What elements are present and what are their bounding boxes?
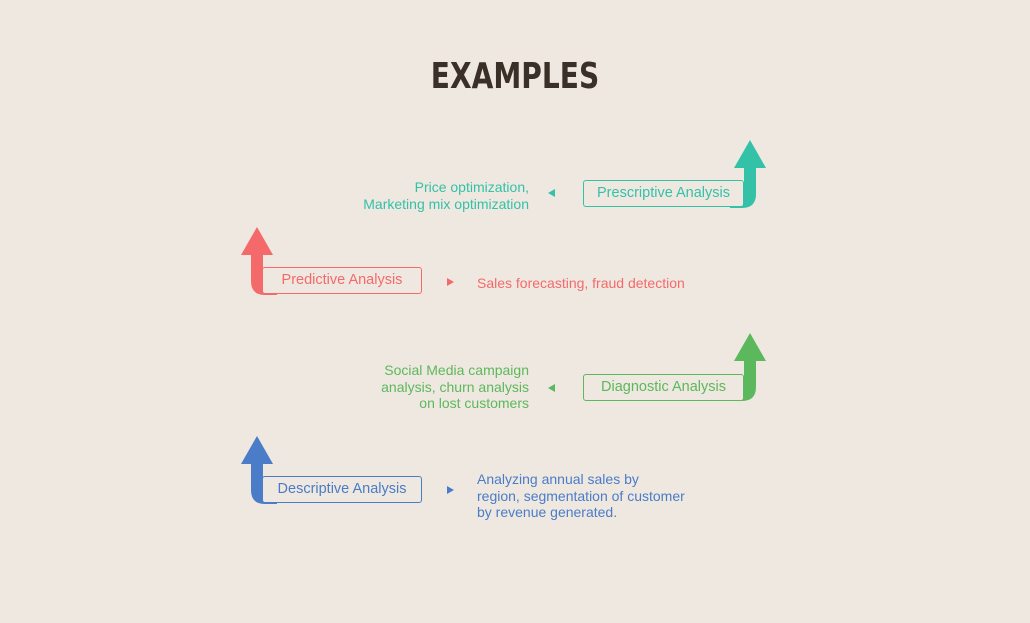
predictive-analysis-label: Predictive Analysis (281, 272, 403, 288)
pointer-left-icon (548, 189, 555, 197)
prescriptive-analysis-box: Prescriptive Analysis (583, 180, 744, 207)
pointer-left-icon (548, 384, 555, 392)
diagnostic-examples: Social Media campaign analysis, churn an… (381, 362, 529, 411)
predictive-examples: Sales forecasting, fraud detection (477, 275, 685, 291)
predictive-analysis-box: Predictive Analysis (262, 267, 422, 294)
pointer-right-icon (447, 278, 454, 286)
page-title: EXAMPLES (430, 56, 600, 97)
pointer-right-icon (447, 486, 454, 494)
prescriptive-analysis-label: Prescriptive Analysis (597, 185, 730, 201)
diagnostic-analysis-box: Diagnostic Analysis (583, 374, 744, 401)
descriptive-analysis-box: Descriptive Analysis (262, 476, 422, 503)
descriptive-examples: Analyzing annual sales by region, segmen… (477, 471, 685, 520)
descriptive-analysis-label: Descriptive Analysis (277, 481, 407, 497)
diagnostic-analysis-label: Diagnostic Analysis (601, 379, 726, 395)
prescriptive-examples: Price optimization, Marketing mix optimi… (363, 179, 529, 212)
